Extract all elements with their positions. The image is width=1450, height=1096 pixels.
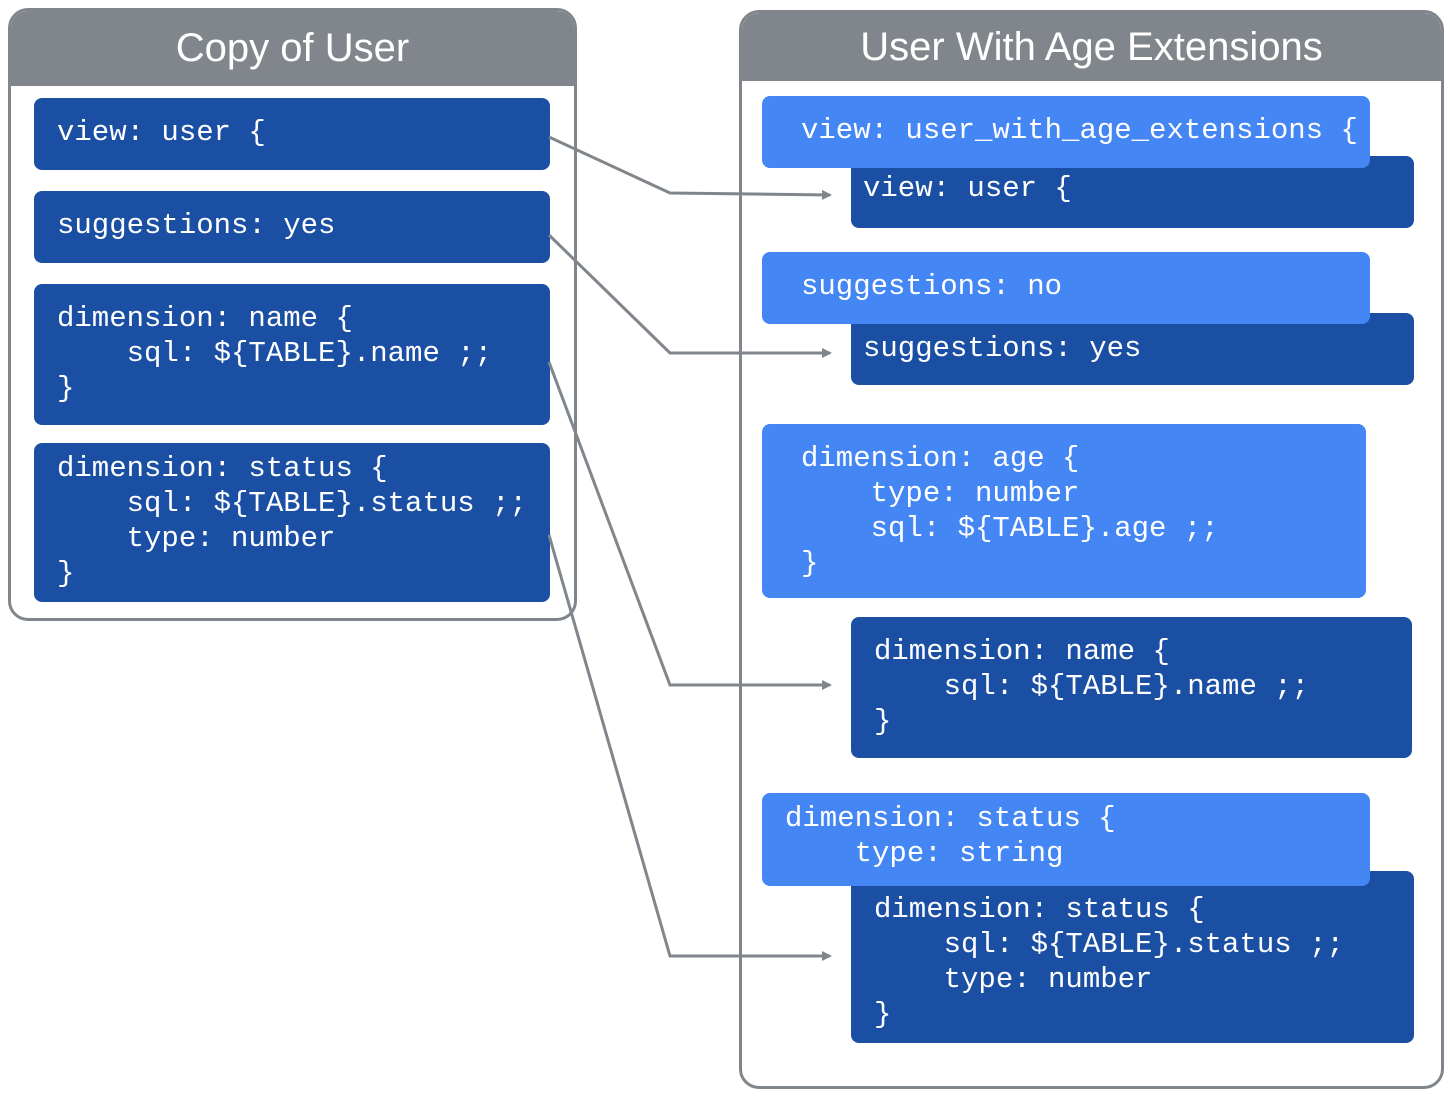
code-text: dimension: name { sql: ${TABLE}.name ;; … — [57, 302, 493, 405]
code-block-suggestions: suggestions: yes — [34, 191, 550, 263]
code-text: view: user { — [57, 116, 266, 149]
code-text: dimension: status { type: string — [785, 802, 1116, 870]
code-text: dimension: status { sql: ${TABLE}.status… — [874, 893, 1344, 1031]
arrow-view-user — [548, 135, 832, 200]
code-text: suggestions: yes — [57, 209, 336, 242]
extension-block-suggestions: suggestions: no — [762, 252, 1370, 324]
code-block-view-user: view: user { — [34, 98, 550, 170]
code-block-dimension-name: dimension: name { sql: ${TABLE}.name ;; … — [34, 284, 550, 425]
extension-block-view: view: user_with_age_extensions { — [762, 96, 1370, 168]
code-text: suggestions: no — [801, 270, 1063, 303]
code-text: dimension: status { sql: ${TABLE}.status… — [57, 452, 527, 590]
extension-block-dimension-age: dimension: age { type: number sql: ${TAB… — [762, 424, 1366, 598]
arrow-dimension-name — [547, 361, 832, 690]
extension-block-dimension-status: dimension: status { type: string — [762, 793, 1370, 886]
arrow-suggestions — [547, 233, 832, 358]
code-text: dimension: name { sql: ${TABLE}.name ;; … — [874, 635, 1310, 738]
inherited-block-suggestions: suggestions: yes — [851, 313, 1414, 385]
inherited-block-dimension-name: dimension: name { sql: ${TABLE}.name ;; … — [851, 617, 1412, 758]
code-text: view: user_with_age_extensions { — [801, 114, 1358, 147]
code-text: suggestions: yes — [863, 332, 1142, 365]
code-text: dimension: age { type: number sql: ${TAB… — [801, 442, 1219, 580]
inherited-block-dimension-status: dimension: status { sql: ${TABLE}.status… — [851, 871, 1414, 1043]
panel-title: User With Age Extensions — [742, 13, 1441, 81]
arrow-dimension-status — [547, 534, 832, 961]
inherited-block-view-user: view: user { — [851, 156, 1414, 228]
code-text: view: user { — [863, 172, 1072, 205]
code-block-dimension-status: dimension: status { sql: ${TABLE}.status… — [34, 443, 550, 602]
panel-title: Copy of User — [11, 11, 574, 86]
